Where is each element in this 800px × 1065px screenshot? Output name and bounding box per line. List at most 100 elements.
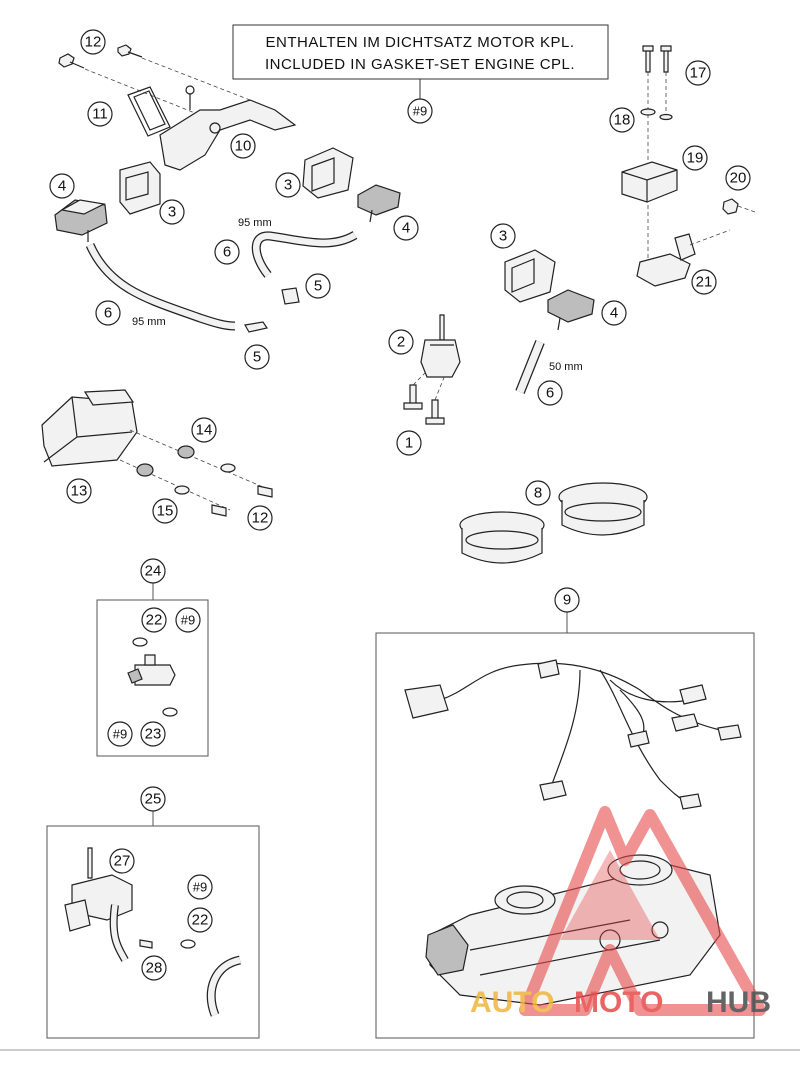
svg-text:10: 10	[235, 138, 252, 155]
note-line-german: ENTHALTEN IM DICHTSATZ MOTOR KPL.	[265, 34, 574, 51]
intake-rubber-boots	[459, 482, 648, 564]
watermark-auto: AUTO	[470, 986, 554, 1019]
svg-text:18: 18	[614, 112, 631, 129]
dimension-95mm-upper: 95 mm	[238, 217, 272, 229]
bracket-assembly-top-left	[58, 44, 297, 171]
nozzle-5-upper	[281, 287, 300, 305]
callout-3-right: 3	[490, 223, 516, 249]
callout-3-left: 3	[159, 199, 185, 225]
callout-27: 27	[109, 848, 135, 874]
svg-text:23: 23	[145, 726, 162, 743]
callout-5-lower: 5	[244, 344, 270, 370]
svg-text:11: 11	[92, 106, 108, 123]
svg-text:5: 5	[314, 278, 322, 295]
svg-text:1: 1	[405, 435, 413, 452]
svg-text:24: 24	[145, 563, 162, 580]
note-ref-label: #9	[413, 104, 427, 119]
svg-text:25: 25	[145, 791, 162, 808]
svg-text:21: 21	[696, 274, 713, 291]
hose-50mm	[515, 340, 545, 394]
callout-23: 23	[140, 721, 166, 747]
callout-gasket-ref-a: #9	[175, 607, 201, 633]
callout-9: 9	[554, 587, 580, 613]
svg-text:3: 3	[284, 177, 292, 194]
callout-gasket-ref-b: #9	[107, 721, 133, 747]
callout-4-middle: 4	[393, 215, 419, 241]
callout-15: 15	[152, 498, 178, 524]
callout-18: 18	[609, 107, 635, 133]
svg-text:#9: #9	[113, 727, 127, 742]
svg-text:2: 2	[397, 334, 405, 351]
dimension-95mm-lower: 95 mm	[132, 316, 166, 328]
svg-text:12: 12	[252, 510, 269, 527]
callout-10: 10	[230, 133, 256, 159]
callout-4-right: 4	[601, 300, 627, 326]
svg-text:17: 17	[690, 65, 707, 82]
svg-text:4: 4	[610, 305, 618, 322]
callout-6-right: 6	[537, 380, 563, 406]
map-sensor-right	[547, 289, 595, 331]
idle-valve-box	[46, 811, 260, 1039]
svg-text:12: 12	[85, 34, 102, 51]
svg-text:#9: #9	[181, 613, 195, 628]
map-sensor-middle	[357, 184, 401, 223]
svg-text:4: 4	[402, 220, 410, 237]
callout-24: 24	[140, 558, 166, 584]
callout-25: 25	[140, 786, 166, 812]
svg-text:13: 13	[71, 483, 88, 500]
svg-text:3: 3	[499, 228, 507, 245]
callout-12-ecu: 12	[247, 505, 273, 531]
callout-21: 21	[691, 269, 717, 295]
svg-text:19: 19	[687, 150, 704, 167]
note-line-english: INCLUDED IN GASKET-SET ENGINE CPL.	[265, 56, 575, 73]
nozzle-5-lower	[244, 321, 268, 333]
svg-text:6: 6	[223, 244, 231, 261]
svg-text:15: 15	[157, 503, 174, 520]
svg-text:28: 28	[146, 960, 163, 977]
svg-text:20: 20	[730, 170, 747, 187]
callout-5-upper: 5	[305, 273, 331, 299]
map-sensor-left	[54, 199, 108, 242]
hose-95mm-upper	[251, 231, 358, 278]
svg-text:27: 27	[114, 853, 131, 870]
callout-gasket-ref-c: #9	[187, 874, 213, 900]
injector-kit-box	[96, 583, 209, 757]
svg-text:3: 3	[168, 204, 176, 221]
watermark-hub: HUB	[706, 986, 771, 1019]
svg-text:#9: #9	[193, 880, 207, 895]
svg-text:22: 22	[146, 612, 163, 629]
callout-22-injector: 22	[141, 607, 167, 633]
mount-assembly-top-right	[621, 45, 756, 287]
svg-text:6: 6	[546, 385, 554, 402]
callout-3-middle: 3	[275, 172, 301, 198]
gasket-set-note: ENTHALTEN IM DICHTSATZ MOTOR KPL. INCLUD…	[232, 24, 609, 124]
callout-1: 1	[396, 430, 422, 456]
automotohub-watermark: AUTO MOTO HUB	[470, 806, 771, 1019]
callout-17: 17	[685, 60, 711, 86]
callout-11: 11	[87, 101, 113, 127]
callout-13: 13	[66, 478, 92, 504]
svg-text:4: 4	[58, 178, 66, 195]
callout-22-idle: 22	[187, 907, 213, 933]
callout-4-left: 4	[49, 173, 75, 199]
callout-12-top: 12	[80, 29, 106, 55]
svg-text:5: 5	[253, 349, 261, 366]
throttle-position-sensor	[403, 314, 461, 425]
callout-6-lower-left: 6	[95, 300, 121, 326]
callout-6-upper: 6	[214, 239, 240, 265]
svg-text:8: 8	[534, 485, 542, 502]
hose-95mm-lower	[85, 243, 236, 331]
dimension-50mm: 50 mm	[549, 361, 583, 373]
bracket-part-3-middle	[302, 147, 354, 199]
svg-text:9: 9	[563, 592, 571, 609]
watermark-moto: MOTO	[574, 986, 663, 1019]
svg-text:22: 22	[192, 912, 209, 929]
callout-19: 19	[682, 145, 708, 171]
callout-14: 14	[191, 417, 217, 443]
callout-28: 28	[141, 955, 167, 981]
svg-text:6: 6	[104, 305, 112, 322]
ecu-assembly	[41, 389, 273, 517]
bracket-part-3-right	[504, 249, 556, 303]
callout-20: 20	[725, 165, 751, 191]
